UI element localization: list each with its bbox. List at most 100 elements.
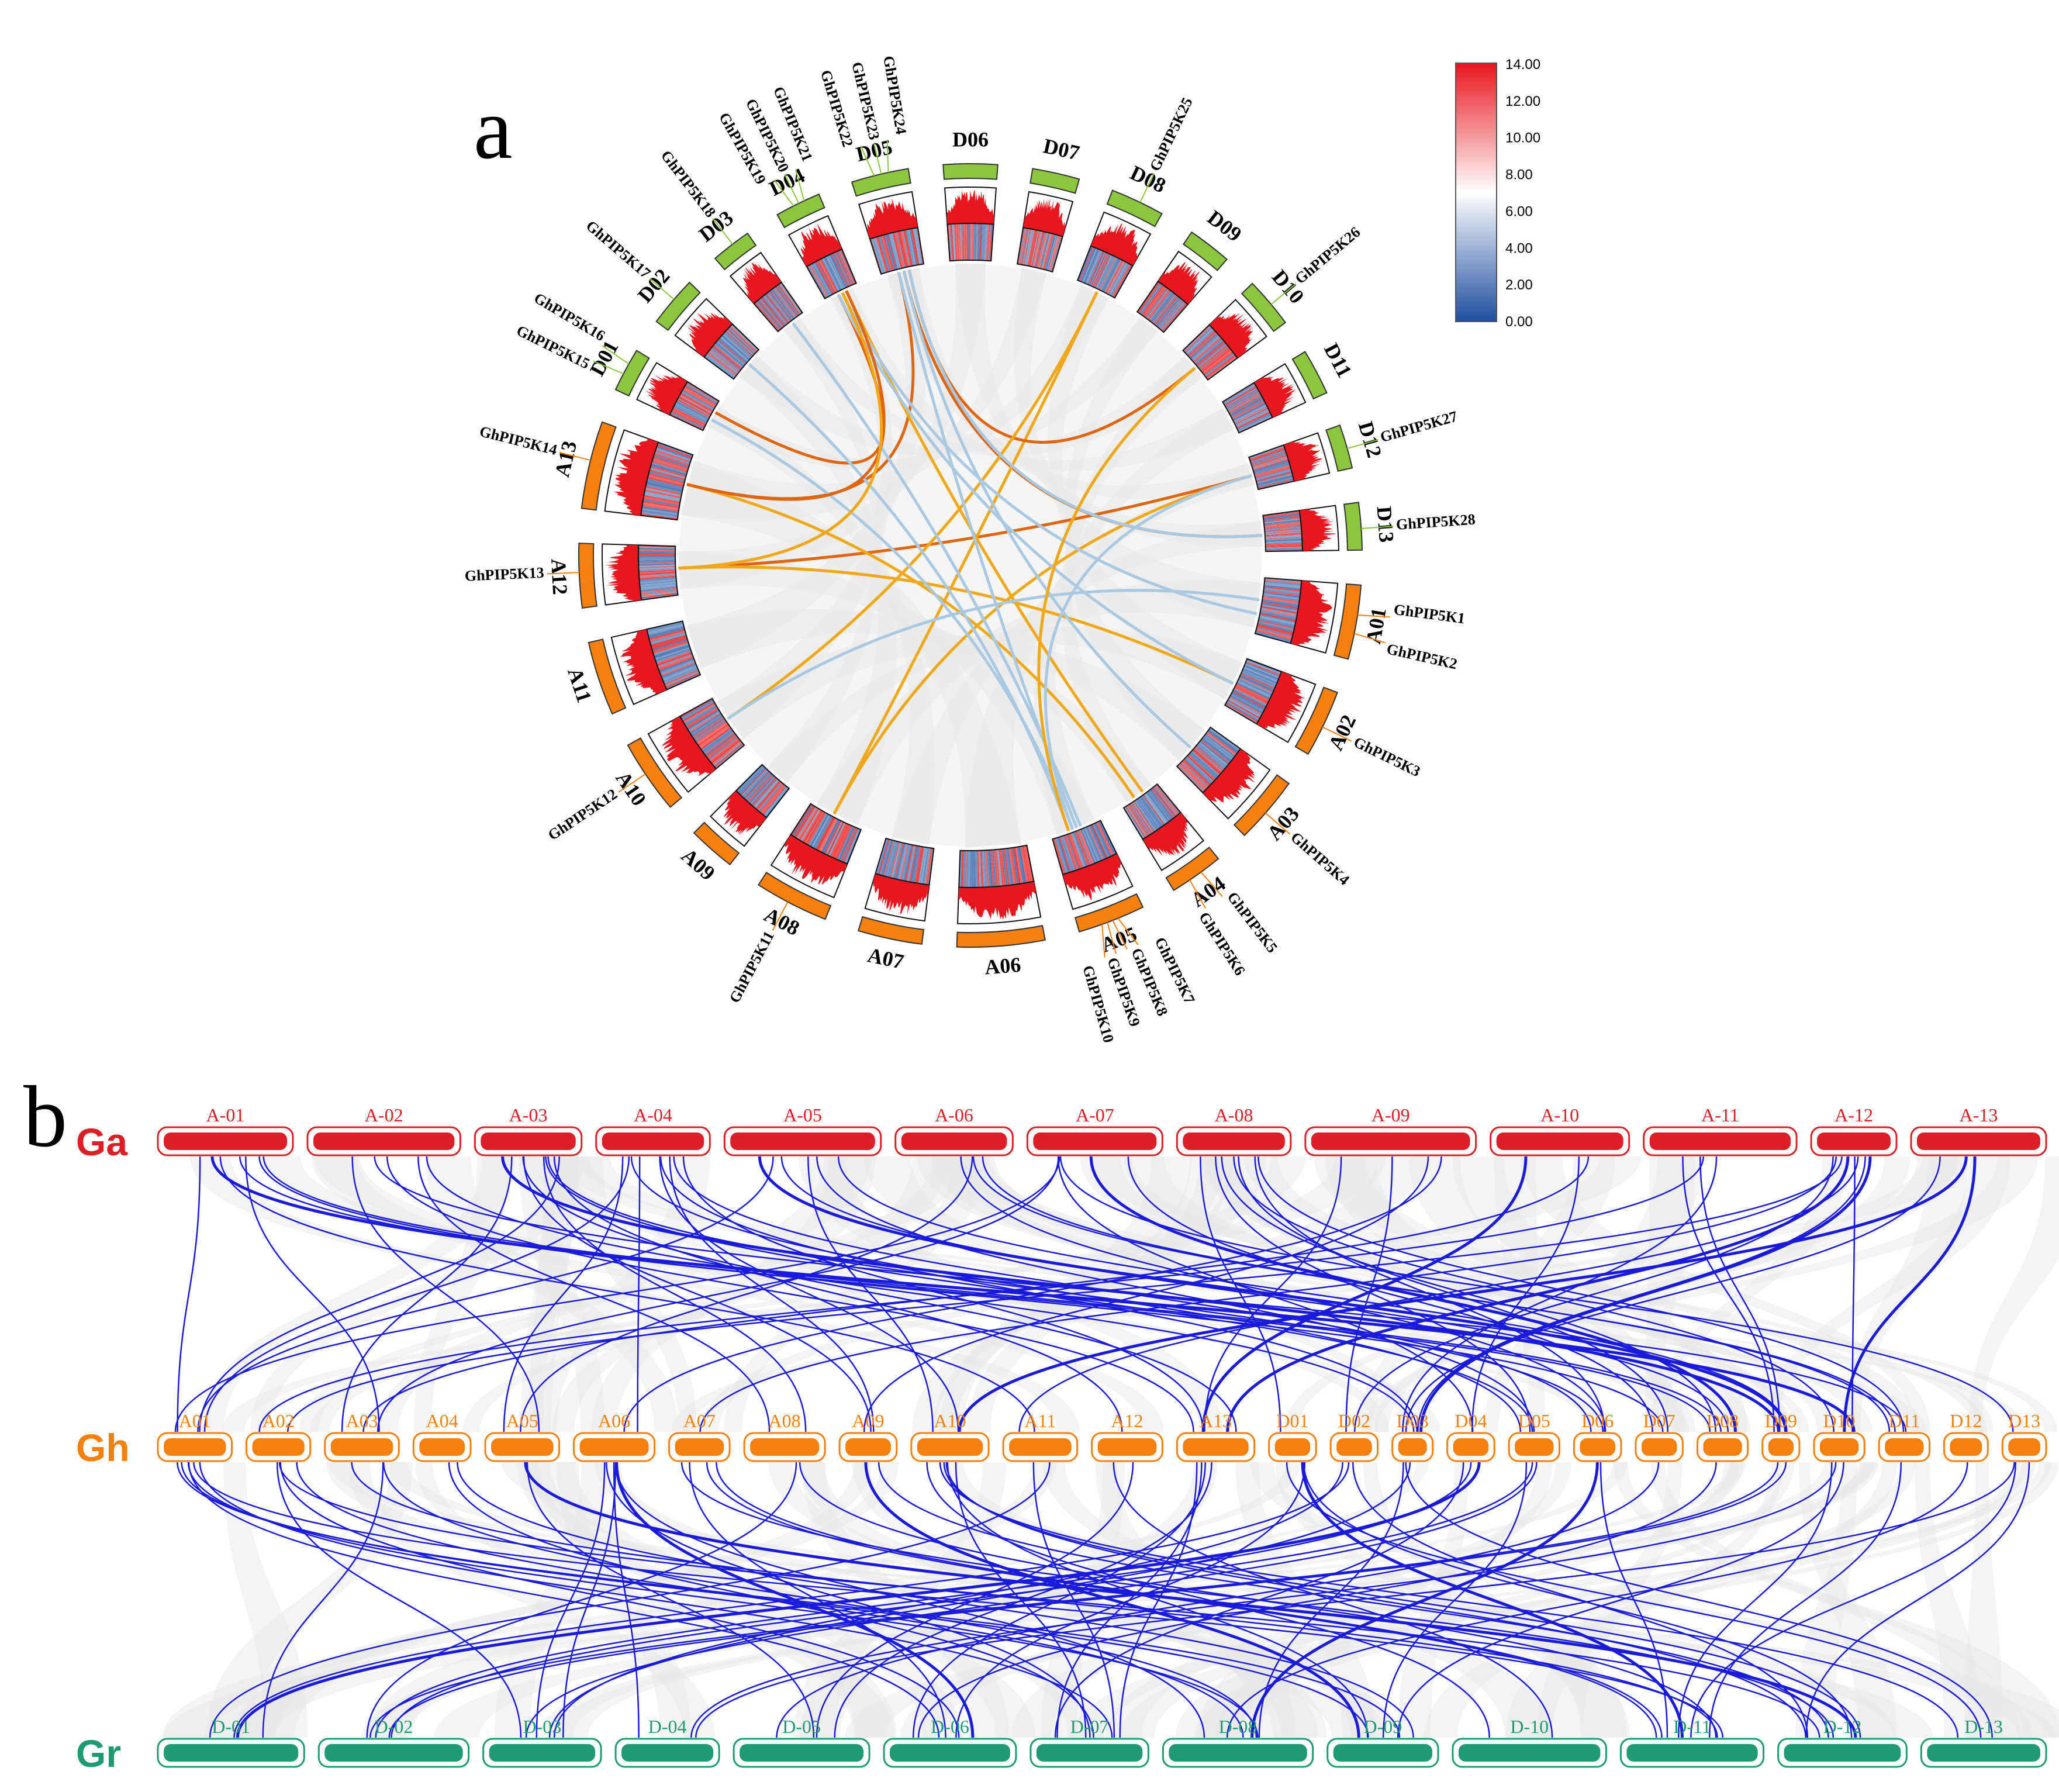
synteny-background-ribbon [1250,1462,2033,1738]
synteny-link [917,1462,1717,1738]
synteny-background-ribbon [1043,1462,1551,1738]
chromosome-A07 [857,916,925,945]
chromosome-label: D-08 [1219,1716,1257,1737]
chromosome-label: D03 [1397,1410,1429,1431]
circos-density-tracks [602,187,1339,925]
chromosome-bar [1885,1438,1924,1456]
synteny-link [637,1156,641,1432]
species-label-Gh: Gh [76,1426,130,1469]
synteny-background-ribbon [1214,1462,1795,1738]
collinear-link [1037,367,1196,831]
synteny-link [834,1462,1212,1738]
chromosome-A11 [588,638,627,715]
synteny-background-ribbon [1915,1462,1982,1738]
synteny-link [526,1462,815,1738]
chromosome-bar [1950,1438,1982,1456]
synteny-background-ribbon [201,1156,515,1432]
gene-tick [1357,614,1390,618]
chromosome-label: D06 [1581,1410,1614,1431]
chromosome-label: D-10 [1510,1716,1549,1737]
collinear-link [841,292,1257,616]
chromosome-bar [164,1132,287,1150]
synteny-link [1402,1156,1718,1432]
synteny-link [1599,1462,1668,1738]
gene-tick [1139,173,1155,203]
synteny-link [523,1156,872,1432]
synteny-link [1805,1462,2030,1738]
chromosome-label: A-07 [1076,1104,1114,1125]
chromosome-bar [1458,1744,1601,1762]
chromosome-label: D08 [1706,1410,1739,1431]
chromosome-bar [489,1744,596,1762]
synteny-link [287,1156,1843,1432]
chromosome-bar [730,1132,875,1150]
density-histogram [1158,261,1200,304]
synteny-background-ribbon [793,1462,1007,1738]
gene-tick [1112,920,1128,950]
colorbar-tick-label: 10.00 [1505,130,1540,146]
synteny-background-ribbon [222,1156,1642,1432]
chromosome-label: A09 [852,1410,884,1431]
chromosome-D05 [851,168,911,197]
chromosome-A03 [1233,774,1290,837]
gene-tick [860,146,875,176]
synteny-background-ribbon [571,1156,697,1432]
synteny-link [878,1462,1829,1738]
colorbar-tick-label: 14.00 [1505,57,1540,72]
synteny-link [276,1462,522,1738]
chromosome-label: D-04 [648,1716,687,1737]
chromosome-label: A-05 [783,1104,822,1125]
density-histogram [1291,581,1332,645]
chromosome-bar [313,1132,455,1150]
chromosome-bar [1784,1744,1901,1762]
chromosome-label: A12 [547,558,572,595]
chromosome-bar [164,1438,226,1456]
synteny-link [1397,1462,1844,1738]
chromosome-A01 [1333,583,1362,660]
synteny-link [188,1462,940,1738]
chromosome-bar [602,1132,704,1150]
gene-label: GhPIP5K12 [545,785,620,844]
gene-label: GhPIP5K1 [1393,601,1466,627]
synteny-background-ribbon [367,1462,1056,1738]
synteny-background-ribbon [799,1156,1222,1432]
chromosome-label: A07 [683,1410,716,1431]
synteny-link [1215,1156,1531,1432]
chromosome-bar [1641,1438,1677,1456]
synteny-link [296,1462,1244,1738]
synteny-background-ribbon [1968,1156,2059,1432]
synteny-background-ribbon [1283,1156,1958,1432]
synteny-background-ribbon [799,1462,1218,1738]
chromosome-bar [324,1744,463,1762]
chromosome-bar [621,1744,714,1762]
chromosome-bar [1183,1132,1285,1150]
chromosome-bar [2008,1438,2040,1456]
chromosome-bar [330,1438,393,1456]
synteny-link [377,1156,1059,1432]
synteny-link [1843,1156,1977,1432]
chromosome-A02 [1294,686,1338,755]
chromosome-label: D11 [1319,340,1356,382]
synteny-background-ribbon [517,1462,962,1738]
synteny-link [457,1462,1414,1738]
chromosome-bar [419,1438,465,1456]
chromosome-bar [1496,1132,1623,1150]
synteny-background-ribbon [1200,1156,1790,1432]
chromosome-bar [1183,1438,1249,1456]
chromosome-bar [1274,1438,1311,1456]
synteny-background-ribbon [260,1156,1605,1432]
synteny-background-ribbon [310,1156,1387,1432]
panel-b-letter: b [23,1068,67,1165]
synteny-background-ribbon [917,1156,1737,1432]
collinear-link [832,474,1252,815]
chromosome-bar [1927,1744,2040,1762]
collinear-link [686,483,1136,799]
synteny-link [1238,1156,1668,1432]
synteny-link [1708,1462,1902,1738]
gene-label: GhPIP5K24 [880,54,910,136]
synteny-link [1677,1462,1833,1738]
chromosome-bar [1336,1438,1372,1456]
collinear-link [832,291,1098,815]
synteny-link [816,1462,1134,1738]
chromosome-bar [1009,1438,1072,1456]
